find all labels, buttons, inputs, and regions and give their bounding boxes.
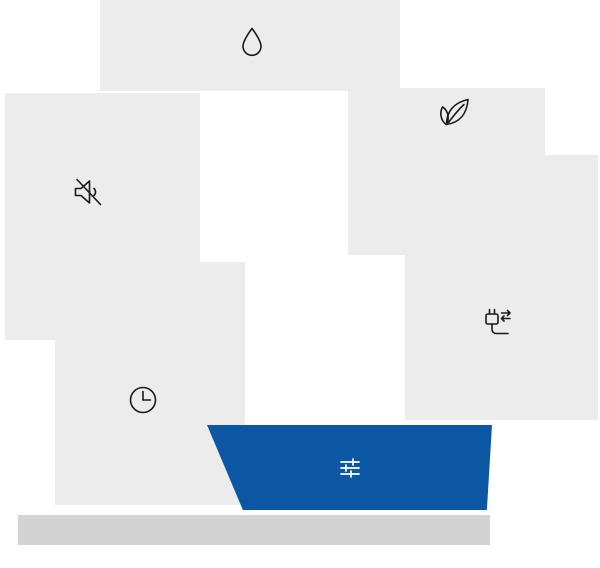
bottom-bar <box>18 515 490 545</box>
settings-banner[interactable] <box>207 425 492 510</box>
tile-connect[interactable] <box>405 155 598 420</box>
leaf-icon <box>440 98 469 126</box>
tile-timer[interactable] <box>55 262 245 505</box>
plug-sync-icon <box>485 308 511 335</box>
sliders-icon <box>339 457 360 478</box>
speaker-mute-icon <box>74 178 102 206</box>
clock-icon <box>129 386 157 414</box>
tile-water[interactable] <box>100 0 400 91</box>
water-drop-icon <box>242 27 262 57</box>
